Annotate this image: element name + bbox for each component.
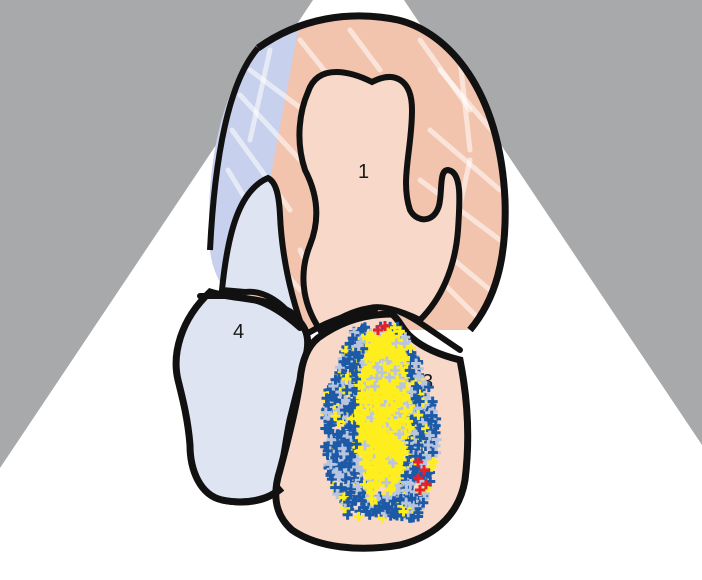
chamber-label-1: 1	[358, 161, 369, 183]
chamber-label-4: 4	[233, 321, 244, 343]
